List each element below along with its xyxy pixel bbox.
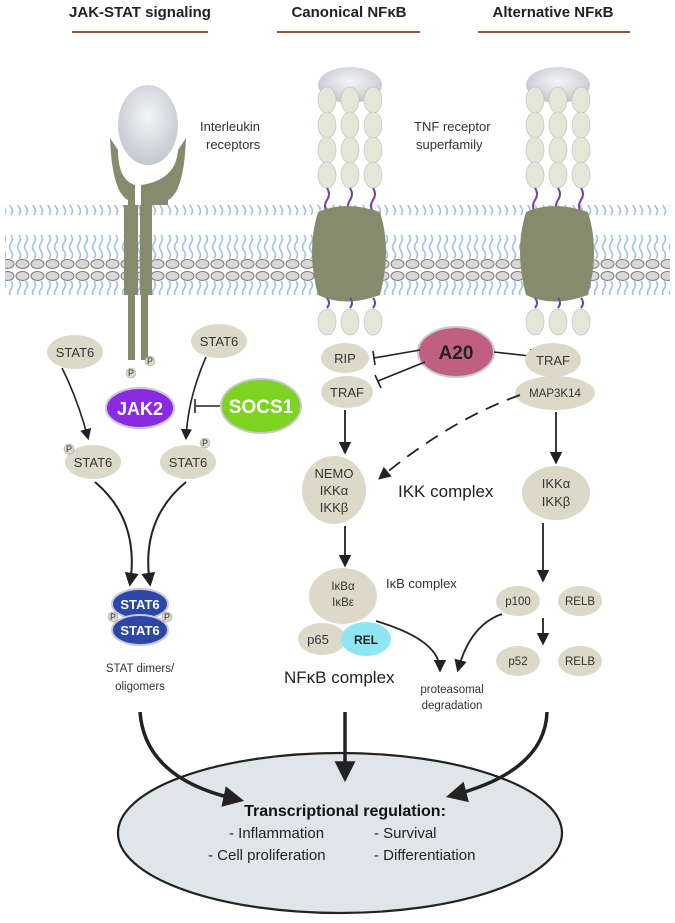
header-alternative: Alternative NFκB bbox=[478, 4, 630, 33]
stat6-dimer: STAT6 STAT6 P P bbox=[107, 588, 173, 646]
svg-text:P: P bbox=[110, 612, 116, 622]
transcription-item-proliferation: - Cell proliferation bbox=[208, 847, 326, 864]
header-canonical: Canonical NFκB bbox=[277, 4, 420, 33]
ikk-complex-canonical: NEMO IKKα IKKβ bbox=[302, 456, 366, 524]
ikk-complex-label: IKK complex bbox=[398, 482, 494, 501]
svg-text:STAT6: STAT6 bbox=[74, 455, 113, 470]
svg-text:STAT6: STAT6 bbox=[56, 345, 95, 360]
svg-text:JAK2: JAK2 bbox=[117, 399, 163, 419]
svg-text:P: P bbox=[128, 368, 134, 378]
svg-text:NEMO: NEMO bbox=[315, 466, 354, 481]
nucleus-arrows bbox=[138, 711, 549, 807]
svg-text:REL: REL bbox=[354, 633, 378, 647]
transcription-item-differentiation: - Differentiation bbox=[374, 847, 475, 864]
svg-text:IKKα: IKKα bbox=[320, 483, 349, 498]
nfkb-complex-label: NFκB complex bbox=[284, 668, 395, 687]
stat-dimers-label-2: oligomers bbox=[115, 681, 165, 693]
tnf-label-1: TNF receptor bbox=[414, 119, 491, 134]
transcription-item-inflammation: - Inflammation bbox=[229, 825, 324, 842]
stat-dimers-label-1: STAT dimers/ bbox=[106, 663, 175, 675]
svg-text:SOCS1: SOCS1 bbox=[229, 397, 294, 418]
ikb-complex: IκBα IκBε bbox=[309, 568, 377, 624]
tnf-receptor-canonical bbox=[312, 67, 386, 336]
svg-text:STAT6: STAT6 bbox=[200, 334, 239, 349]
svg-text:P: P bbox=[164, 612, 170, 622]
relb-protein-bottom: RELB bbox=[558, 646, 602, 676]
socs1-protein: SOCS1 bbox=[220, 378, 302, 434]
degradation-label-1: proteasomal bbox=[420, 684, 483, 696]
receptor-phospho-p: P P bbox=[125, 355, 156, 379]
transcription-item-survival: - Survival bbox=[374, 825, 437, 842]
degradation-label-2: degradation bbox=[422, 700, 483, 712]
svg-text:p65: p65 bbox=[307, 632, 329, 647]
transcription-title: Transcriptional regulation: bbox=[244, 803, 446, 820]
traf-protein-canonical: TRAF bbox=[321, 376, 373, 408]
svg-text:IκBα: IκBα bbox=[331, 581, 355, 593]
svg-text:Alternative NFκB: Alternative NFκB bbox=[493, 4, 614, 21]
traf-protein-alternative: TRAF bbox=[525, 343, 581, 377]
svg-text:RIP: RIP bbox=[334, 351, 356, 366]
header-jak-stat: JAK-STAT signaling bbox=[69, 4, 211, 33]
svg-text:STAT6: STAT6 bbox=[120, 623, 159, 638]
svg-text:P: P bbox=[147, 356, 153, 366]
svg-text:TRAF: TRAF bbox=[536, 353, 570, 368]
svg-text:P: P bbox=[66, 444, 72, 454]
interleukin-label-2: receptors bbox=[206, 137, 261, 152]
interleukin-receptor bbox=[110, 85, 186, 360]
jak2-protein: JAK2 bbox=[105, 387, 175, 429]
ikk-complex-alternative: IKKα IKKβ bbox=[522, 466, 590, 520]
stat6-left: STAT6 bbox=[47, 335, 103, 369]
p65-protein: p65 bbox=[298, 623, 346, 655]
svg-text:RELB: RELB bbox=[565, 596, 595, 608]
stat6-right-phosphorylated: STAT6 P bbox=[160, 437, 216, 479]
svg-text:IKKα: IKKα bbox=[542, 476, 571, 491]
rip-protein: RIP bbox=[321, 343, 369, 373]
tnf-label-2: superfamily bbox=[416, 137, 483, 152]
svg-text:P: P bbox=[202, 438, 208, 448]
relb-protein-top: RELB bbox=[558, 586, 602, 616]
svg-text:IκBε: IκBε bbox=[332, 597, 354, 609]
svg-text:p52: p52 bbox=[508, 656, 527, 668]
tnf-receptor-alternative bbox=[520, 67, 594, 336]
svg-text:TRAF: TRAF bbox=[330, 385, 364, 400]
p100-protein: p100 bbox=[496, 586, 540, 616]
svg-text:Canonical NFκB: Canonical NFκB bbox=[291, 4, 406, 21]
a20-protein: A20 bbox=[417, 326, 495, 378]
svg-text:JAK-STAT signaling: JAK-STAT signaling bbox=[69, 4, 211, 21]
p52-protein: p52 bbox=[496, 646, 540, 676]
socs1-inhibition bbox=[194, 399, 220, 413]
stat6-right: STAT6 bbox=[191, 324, 247, 358]
nucleus bbox=[116, 751, 564, 915]
jak-stat-arrows bbox=[61, 356, 207, 587]
rel-protein: REL bbox=[341, 622, 391, 656]
svg-text:A20: A20 bbox=[439, 343, 474, 364]
svg-text:STAT6: STAT6 bbox=[120, 597, 159, 612]
nfkb-arrows bbox=[338, 394, 563, 673]
svg-text:RELB: RELB bbox=[565, 656, 595, 668]
svg-text:p100: p100 bbox=[505, 596, 531, 608]
stat6-left-phosphorylated: STAT6 P bbox=[63, 443, 121, 479]
svg-text:IKKβ: IKKβ bbox=[320, 500, 348, 515]
interleukin-label-1: Interleukin bbox=[200, 119, 260, 134]
svg-text:MAP3K14: MAP3K14 bbox=[529, 388, 581, 400]
ikb-complex-label: IκB complex bbox=[386, 576, 457, 591]
svg-text:STAT6: STAT6 bbox=[169, 455, 208, 470]
svg-text:IKKβ: IKKβ bbox=[542, 494, 570, 509]
map3k14-protein: MAP3K14 bbox=[515, 376, 595, 410]
